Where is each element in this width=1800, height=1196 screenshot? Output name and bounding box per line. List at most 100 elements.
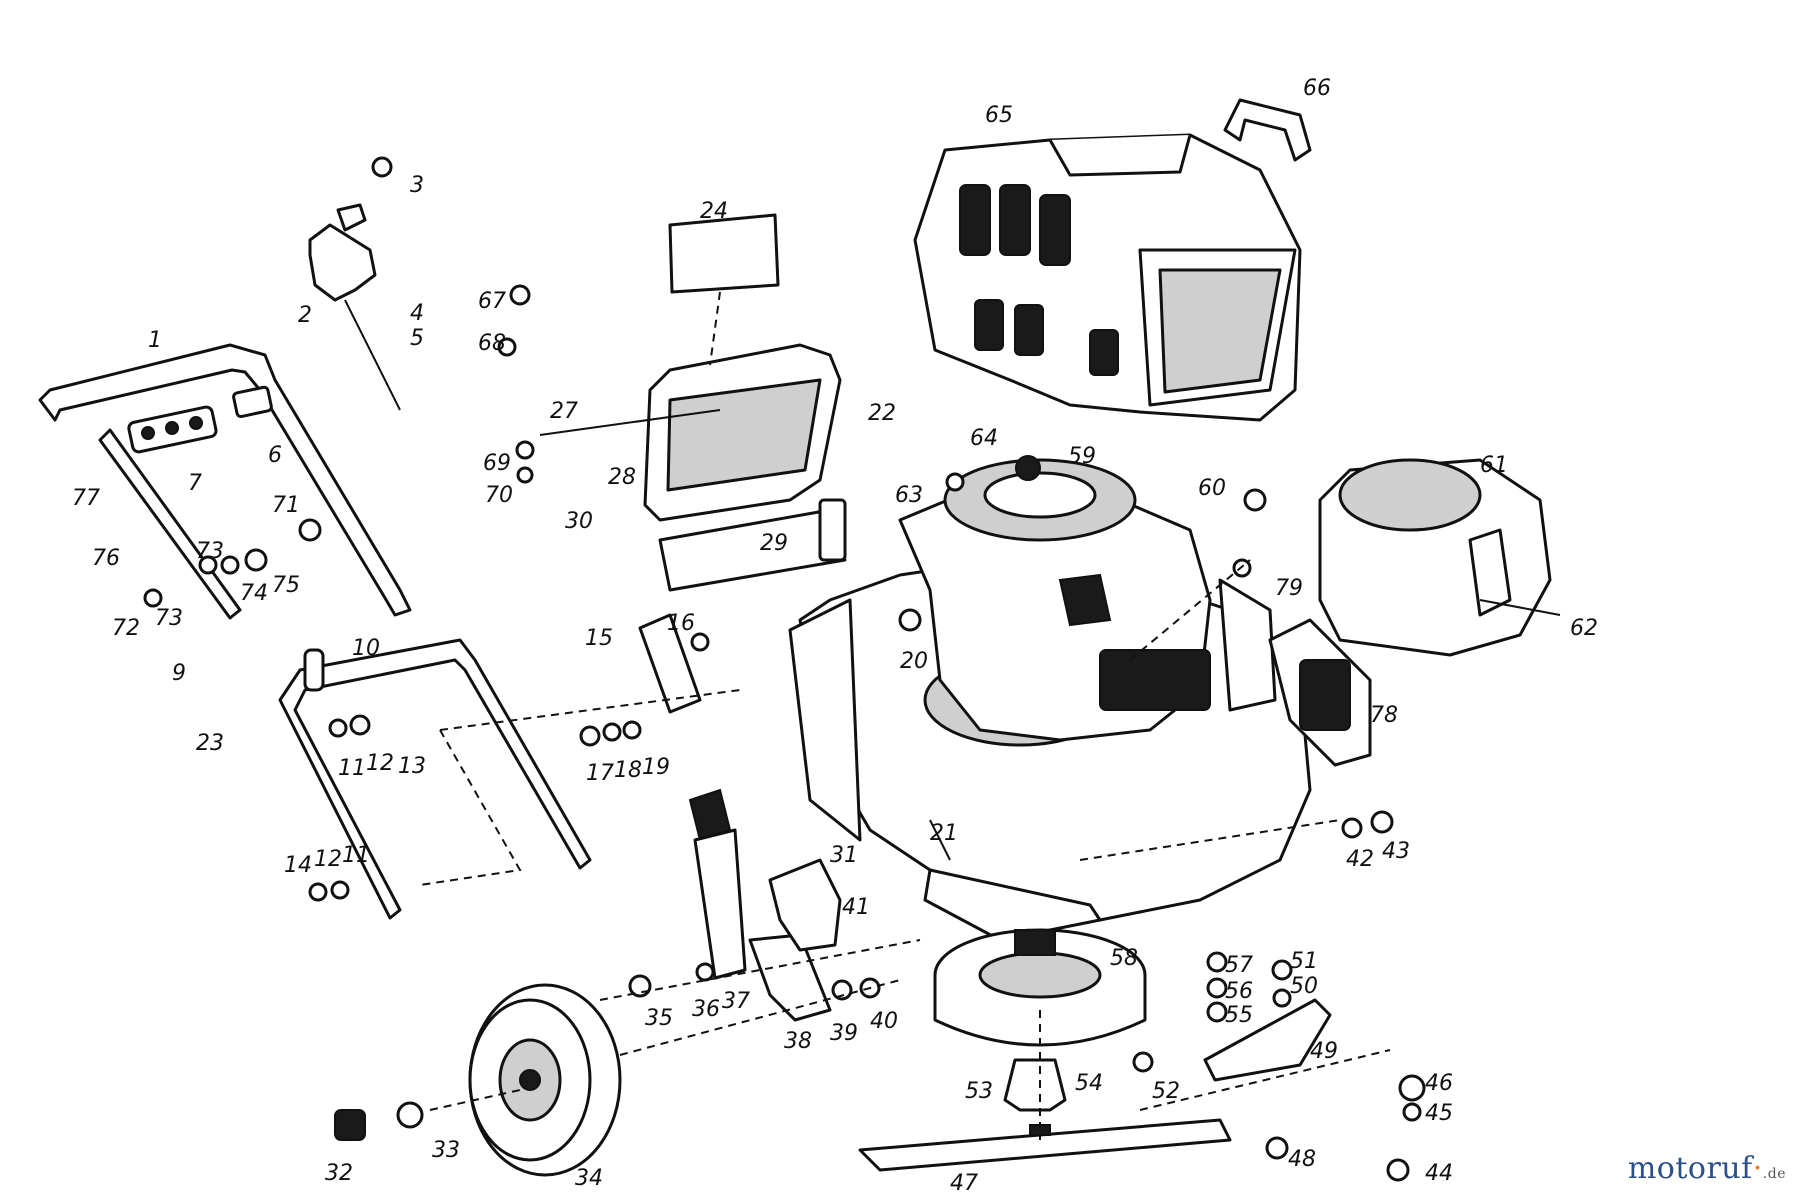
callout-23: 23: [196, 731, 224, 756]
callout-44: 44: [1425, 1161, 1453, 1186]
leader-lines: [419, 409, 1561, 1140]
watermark-accent: ·: [1752, 1151, 1763, 1186]
callout-1: 1: [148, 328, 162, 353]
callout-14: 14: [284, 853, 312, 878]
discharge-flap: [643, 343, 847, 592]
callout-45: 45: [1425, 1101, 1453, 1126]
callout-77: 77: [72, 486, 100, 511]
callout-13: 13: [398, 754, 426, 779]
callout-71: 71: [272, 493, 300, 518]
callout-30: 30: [565, 509, 593, 534]
callout-16: 16: [667, 611, 695, 636]
callout-58: 58: [1110, 946, 1138, 971]
exhaust-muffler: [1268, 618, 1372, 767]
callout-78: 78: [1370, 703, 1398, 728]
callout-40: 40: [870, 1009, 898, 1034]
callout-72: 72: [112, 616, 140, 641]
callout-73b: 73: [155, 606, 183, 631]
callout-48: 48: [1288, 1147, 1316, 1172]
callout-28: 28: [608, 465, 636, 490]
engine: [898, 455, 1277, 742]
callout-31: 31: [830, 843, 858, 868]
callout-38: 38: [784, 1029, 812, 1054]
callout-12b: 12: [314, 847, 342, 872]
callout-6: 6: [268, 443, 282, 468]
callout-3: 3: [410, 173, 424, 198]
callout-34: 34: [575, 1166, 603, 1191]
callout-47: 47: [950, 1171, 978, 1196]
callout-63: 63: [895, 483, 923, 508]
callout-61: 61: [1480, 453, 1508, 478]
callout-32: 32: [325, 1161, 353, 1186]
air-filter-cover: [1318, 458, 1552, 657]
cutting-blade: [858, 1118, 1232, 1172]
callout-68: 68: [478, 331, 506, 356]
callout-19: 19: [642, 755, 670, 780]
fasteners: [143, 156, 1426, 1182]
callout-70: 70: [485, 483, 513, 508]
callout-50: 50: [1290, 974, 1318, 999]
brand-watermark: motoruf·.de: [1628, 1151, 1786, 1186]
callout-33: 33: [432, 1138, 460, 1163]
callout-10: 10: [352, 636, 380, 661]
callout-49: 49: [1310, 1039, 1338, 1064]
callout-2: 2: [298, 303, 312, 328]
callout-59: 59: [1068, 444, 1096, 469]
callout-20: 20: [900, 649, 928, 674]
callout-7: 7: [188, 471, 202, 496]
height-adjuster: [688, 788, 842, 1022]
label-plate-24: [668, 213, 780, 366]
grass-catcher: [913, 133, 1302, 422]
callout-46: 46: [1425, 1071, 1453, 1096]
callout-66: 66: [1303, 76, 1331, 101]
callout-12a: 12: [366, 751, 394, 776]
callout-60: 60: [1198, 476, 1226, 501]
catcher-handle: [1223, 98, 1312, 162]
callout-56: 56: [1225, 979, 1253, 1004]
lower-handle: [278, 638, 592, 920]
callout-75: 75: [272, 573, 300, 598]
callout-73a: 73: [196, 539, 224, 564]
callout-37: 37: [722, 989, 750, 1014]
blade-holder: [1203, 998, 1332, 1082]
callout-57: 57: [1225, 953, 1253, 978]
callout-36: 36: [692, 997, 720, 1022]
callout-27: 27: [550, 399, 578, 424]
callout-35: 35: [645, 1006, 673, 1031]
callout-42: 42: [1346, 847, 1374, 872]
callout-9: 9: [172, 661, 186, 686]
callout-76: 76: [92, 546, 120, 571]
callout-67: 67: [478, 289, 506, 314]
callout-11b: 11: [342, 843, 370, 868]
callout-18: 18: [614, 758, 642, 783]
callout-53: 53: [965, 1079, 993, 1104]
callout-65: 65: [985, 103, 1013, 128]
watermark-text: motoruf: [1627, 1151, 1753, 1186]
callout-4: 4: [410, 301, 424, 326]
callout-numbers: 1 2 3 4 5 6 7 9 10 11 11 12 12 13 14 15 …: [72, 76, 1598, 1196]
callout-55: 55: [1225, 1003, 1253, 1028]
callout-62: 62: [1570, 616, 1598, 641]
watermark-tld: .de: [1762, 1166, 1786, 1182]
callout-54: 54: [1075, 1071, 1103, 1096]
callout-24: 24: [700, 199, 728, 224]
callout-15: 15: [585, 626, 613, 651]
callout-51: 51: [1290, 949, 1318, 974]
blade-hub: [1003, 1058, 1067, 1112]
callout-41: 41: [842, 895, 870, 920]
callout-43: 43: [1382, 839, 1410, 864]
callout-52: 52: [1152, 1079, 1180, 1104]
callout-11a: 11: [338, 756, 366, 781]
switch-bracket: [308, 203, 401, 411]
callout-29: 29: [760, 531, 788, 556]
callout-21: 21: [930, 821, 958, 846]
callout-69: 69: [483, 451, 511, 476]
callout-5: 5: [410, 326, 424, 351]
callout-64: 64: [970, 426, 998, 451]
callout-22: 22: [868, 401, 896, 426]
callout-79: 79: [1275, 576, 1303, 601]
callout-39: 39: [830, 1021, 858, 1046]
upper-handle: [38, 343, 412, 620]
